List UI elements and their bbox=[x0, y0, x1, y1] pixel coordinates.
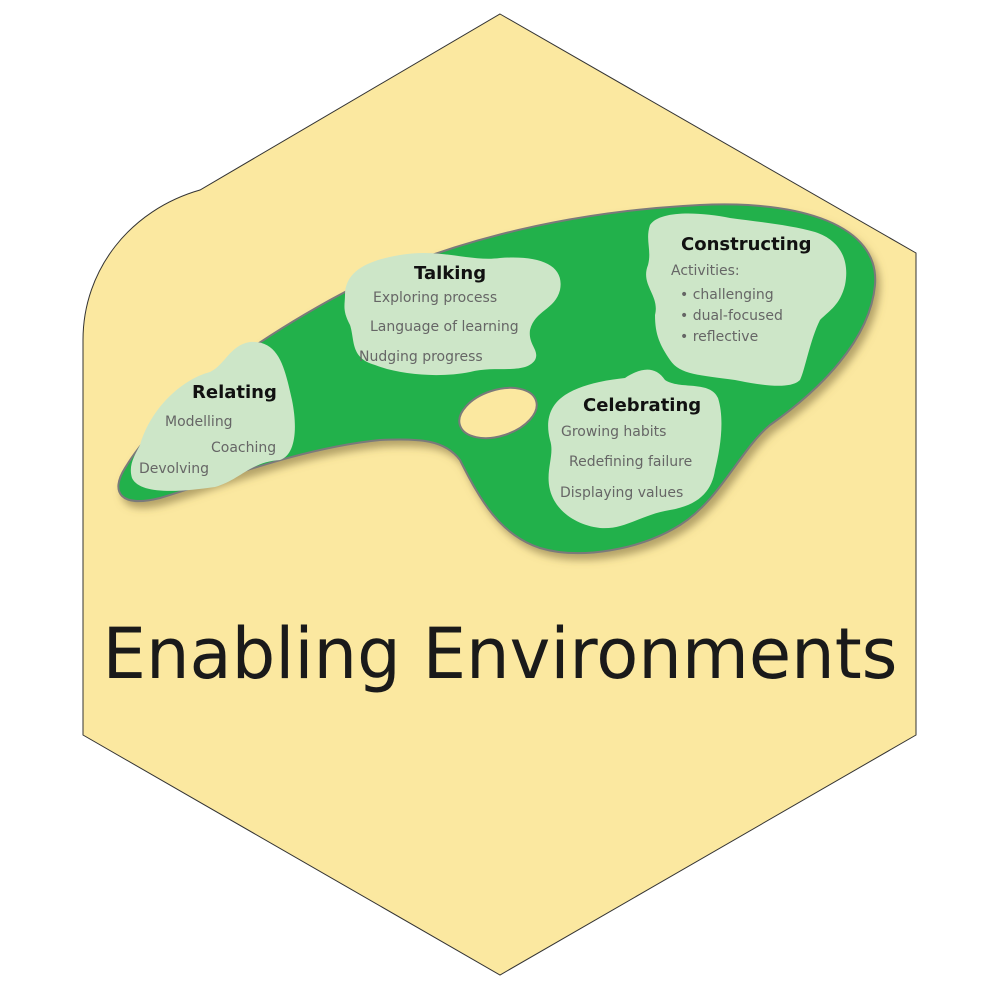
constructing-intro: Activities: bbox=[671, 263, 740, 279]
item-reflective: • reflective bbox=[680, 329, 758, 345]
heading-celebrating: Celebrating bbox=[583, 395, 701, 416]
item-devolving: Devolving bbox=[139, 461, 209, 477]
section-constructing: Constructing Activities: • challenging •… bbox=[671, 234, 812, 345]
thumb-hole bbox=[458, 386, 538, 440]
heading-constructing: Constructing bbox=[681, 234, 812, 255]
heading-relating: Relating bbox=[192, 382, 277, 403]
section-talking: Talking Exploring process Language of le… bbox=[359, 263, 519, 365]
item-coaching: Coaching bbox=[211, 440, 276, 456]
section-celebrating: Celebrating Growing habits Redefining fa… bbox=[560, 395, 701, 501]
item-modelling: Modelling bbox=[165, 414, 233, 430]
main-title: Enabling Environments bbox=[103, 613, 898, 695]
item-exploring-process: Exploring process bbox=[373, 290, 497, 306]
section-relating: Relating Modelling Coaching Devolving bbox=[139, 382, 277, 477]
item-dual-focused: • dual-focused bbox=[680, 308, 783, 324]
item-displaying-values: Displaying values bbox=[560, 485, 683, 501]
item-nudging-progress: Nudging progress bbox=[359, 349, 483, 365]
blob-celebrating bbox=[548, 369, 722, 529]
item-growing-habits: Growing habits bbox=[561, 424, 666, 440]
item-language-of-learning: Language of learning bbox=[370, 319, 519, 335]
blob-constructing bbox=[646, 213, 847, 386]
blob-relating bbox=[130, 341, 295, 491]
item-challenging: • challenging bbox=[680, 287, 774, 303]
item-redefining-failure: Redefining failure bbox=[569, 454, 692, 470]
blob-talking bbox=[344, 253, 561, 376]
heading-talking: Talking bbox=[414, 263, 486, 284]
